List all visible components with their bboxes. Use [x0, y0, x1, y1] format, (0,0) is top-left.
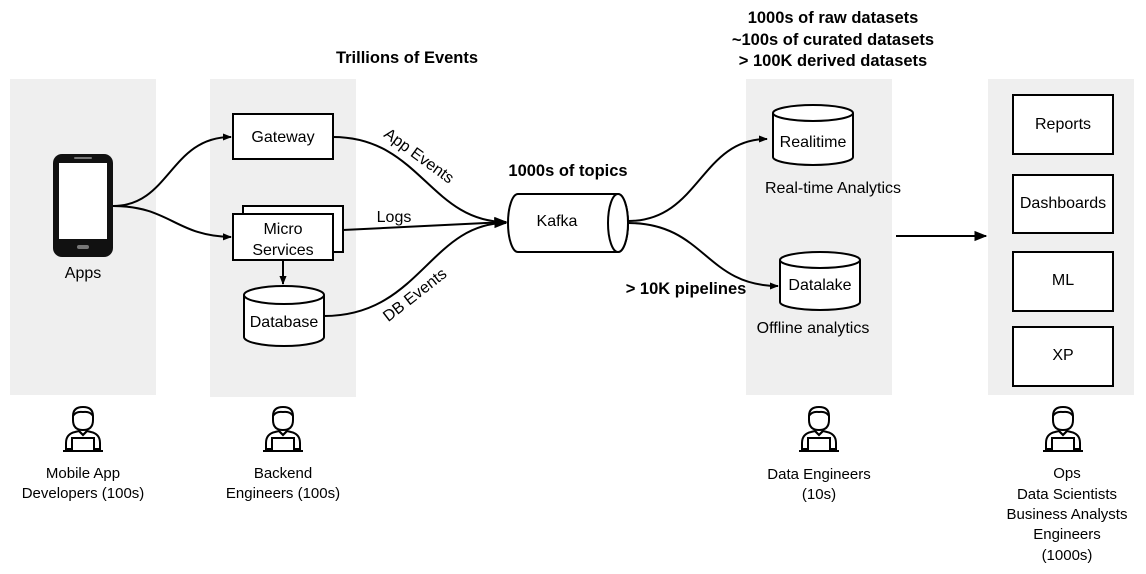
edge-kafka-to-realtime — [627, 135, 768, 222]
person-icon — [798, 406, 840, 452]
consumers-line4: Engineers — [1033, 526, 1101, 543]
consumers-line3: Business Analysts — [1007, 506, 1128, 523]
database-cylinder — [243, 285, 325, 347]
pipelines-label: > 10K pipelines — [626, 280, 747, 298]
realtime-caption: Real-time Analytics — [765, 180, 901, 197]
apps-label: Apps — [65, 265, 101, 282]
reports-label: Reports — [1035, 116, 1091, 133]
datalake-caption: Offline analytics — [757, 320, 870, 337]
realtime-label: Realitime — [780, 134, 847, 151]
dashboards-label: Dashboards — [1020, 195, 1106, 212]
person-icon — [262, 406, 304, 452]
reports-box — [1012, 94, 1114, 155]
dashboards-box — [1012, 174, 1114, 234]
kafka-label: Kafka — [537, 213, 578, 230]
edge-kafka-to-datalake — [627, 222, 779, 290]
kafka-cylinder — [507, 193, 629, 253]
backend-engineers-line2: Engineers (100s) — [226, 485, 340, 502]
consumers-line5: (1000s) — [1042, 547, 1093, 564]
realtime-cylinder — [772, 104, 854, 166]
mobile-developers-line2: Developers (100s) — [22, 485, 145, 502]
consumers-line2: Data Scientists — [1017, 486, 1117, 503]
datasets-header-line1: 1000s of raw datasets — [748, 9, 919, 27]
data-engineers-line2: (10s) — [802, 486, 836, 503]
datasets-header-line2: ~100s of curated datasets — [732, 31, 934, 49]
app-events-label: App Events — [381, 125, 457, 187]
edge-gateway-to-kafka — [332, 136, 508, 228]
edge-apps-to-micro-services — [112, 205, 232, 241]
logs-label: Logs — [377, 209, 412, 226]
person-icon — [62, 406, 104, 452]
datasets-header-line3: > 100K derived datasets — [739, 52, 927, 70]
datalake-label: Datalake — [788, 277, 851, 294]
ml-label: ML — [1052, 272, 1074, 289]
person-icon — [1042, 406, 1084, 452]
consumers-line1: Ops — [1053, 465, 1081, 482]
xp-label: XP — [1052, 347, 1073, 364]
topics-header: 1000s of topics — [508, 162, 627, 180]
micro-services-label-line2: Services — [252, 242, 313, 259]
edge-micro-services-to-kafka — [342, 217, 508, 231]
micro-services-label-line1: Micro — [263, 221, 302, 238]
backend-engineers-line1: Backend — [254, 465, 312, 482]
edge-apps-to-gateway — [112, 133, 232, 207]
mobile-developers-line1: Mobile App — [46, 465, 120, 482]
database-label: Database — [250, 314, 319, 331]
xp-box — [1012, 326, 1114, 387]
ml-box — [1012, 251, 1114, 312]
gateway-label: Gateway — [251, 129, 314, 146]
phone-icon — [53, 154, 113, 257]
data-engineers-line1: Data Engineers — [767, 466, 870, 483]
micro-services-box — [232, 213, 334, 261]
events-header: Trillions of Events — [336, 49, 478, 67]
datalake-cylinder — [779, 251, 861, 311]
edge-database-to-kafka — [323, 217, 508, 317]
